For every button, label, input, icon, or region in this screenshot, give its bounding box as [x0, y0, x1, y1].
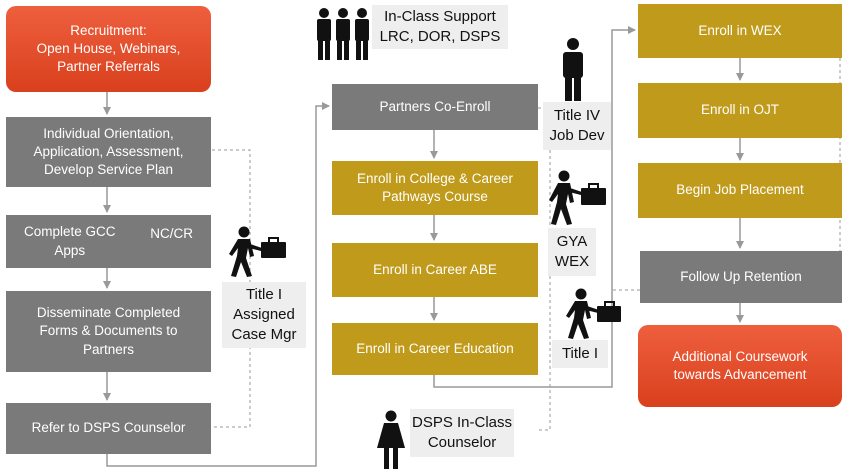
refer-dsps-node: Refer to DSPS Counselor [6, 403, 211, 454]
complete-gcc-label: Complete GCC Apps [24, 224, 116, 258]
woman-person-icon [377, 410, 405, 469]
worker-briefcase-icon [229, 226, 286, 277]
title-i-label: Title I [552, 340, 608, 368]
follow-up-retention-node: Follow Up Retention [640, 251, 842, 303]
group-people-icon [317, 8, 369, 60]
enroll-wex-node: Enroll in WEX [638, 4, 842, 58]
additional-coursework-node: Additional Coursework towards Advancemen… [638, 325, 842, 407]
complete-gcc-node: Complete GCC Apps NC/CR [6, 215, 211, 268]
orientation-node: Individual Orientation, Application, Ass… [6, 117, 211, 187]
recruitment-node: Recruitment: Open House, Webinars, Partn… [6, 6, 211, 92]
enroll-ojt-node: Enroll in OJT [638, 83, 842, 138]
person-icon [563, 38, 583, 101]
pathways-course-node: Enroll in College & Career Pathways Cour… [332, 161, 538, 215]
partners-coenroll-node: Partners Co-Enroll [332, 84, 538, 130]
gya-wex-label: GYA WEX [548, 228, 596, 276]
title-iv-job-dev-label: Title IV Job Dev [543, 102, 611, 150]
worker-briefcase-icon [566, 288, 621, 339]
disseminate-node: Disseminate Completed Forms & Documents … [6, 291, 211, 372]
title-i-case-mgr-label: Title I Assigned Case Mgr [222, 282, 306, 348]
career-education-node: Enroll in Career Education [332, 323, 538, 375]
nc-cr-label: NC/CR [150, 226, 193, 241]
career-abe-node: Enroll in Career ABE [332, 243, 538, 297]
worker-briefcase-icon [549, 170, 606, 225]
in-class-support-label: In-Class Support LRC, DOR, DSPS [372, 5, 508, 49]
dsps-in-class-counselor-label: DSPS In-Class Counselor [410, 409, 514, 457]
job-placement-node: Begin Job Placement [638, 163, 842, 218]
